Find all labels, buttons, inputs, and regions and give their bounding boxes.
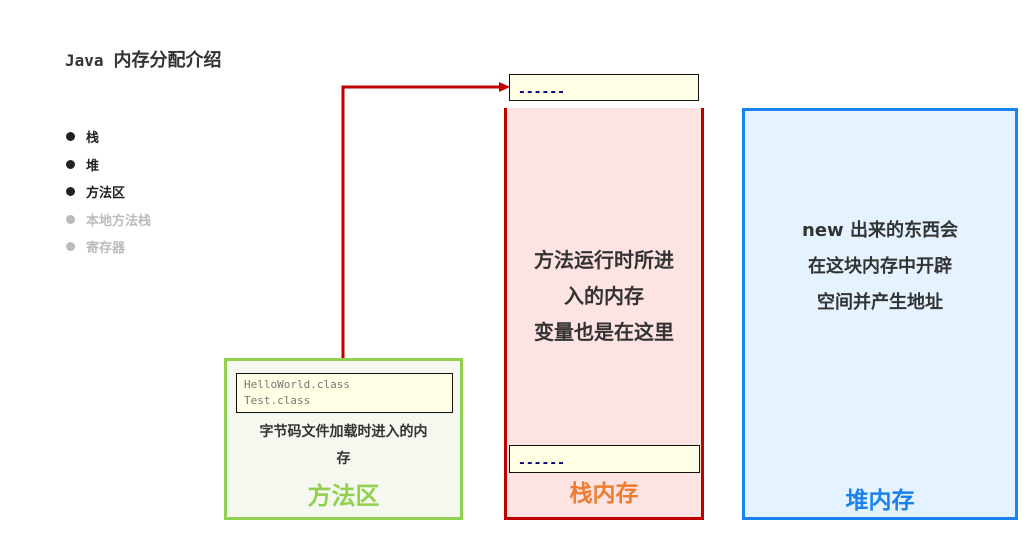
class-file: HelloWorld.class [244, 378, 350, 391]
list-item: 寄存器 [66, 237, 125, 256]
bullet-icon [66, 132, 75, 141]
class-file-list: HelloWorld.class Test.class [236, 373, 453, 413]
heap-memory-label: 堆内存 [845, 488, 915, 514]
list-item: 本地方法栈 [66, 210, 151, 229]
stack-frame-top: ------ [509, 74, 699, 101]
heap-description: new 出来的东西会 在这块内存中开辟 空间并产生地址 [802, 220, 958, 313]
heap-memory-box: new 出来的东西会 在这块内存中开辟 空间并产生地址 堆内存 [742, 108, 1018, 520]
bullet-icon [66, 159, 75, 169]
stack-memory-box: 方法运行时所进 入的内存 变量也是在这里 ------ 栈内存 [504, 108, 704, 520]
bullet-icon [66, 187, 75, 196]
list-item: 栈 [66, 127, 99, 146]
method-area-box: HelloWorld.class Test.class 字节码文件加载时进入的内… [224, 358, 463, 520]
list-item: 堆 [66, 155, 99, 174]
bullet-icon [66, 214, 75, 224]
list-item: 方法区 [66, 182, 125, 201]
stack-memory-label: 栈内存 [569, 481, 639, 507]
stack-description: 方法运行时所进 入的内存 变量也是在这里 [534, 248, 674, 344]
stack-frame-bottom: ------ [509, 445, 700, 473]
method-area-description: 字节码文件加载时进入的内 存 [259, 424, 428, 467]
method-area-label: 方法区 [307, 482, 380, 510]
bullet-icon [66, 242, 75, 251]
class-file: Test.class [244, 394, 311, 407]
